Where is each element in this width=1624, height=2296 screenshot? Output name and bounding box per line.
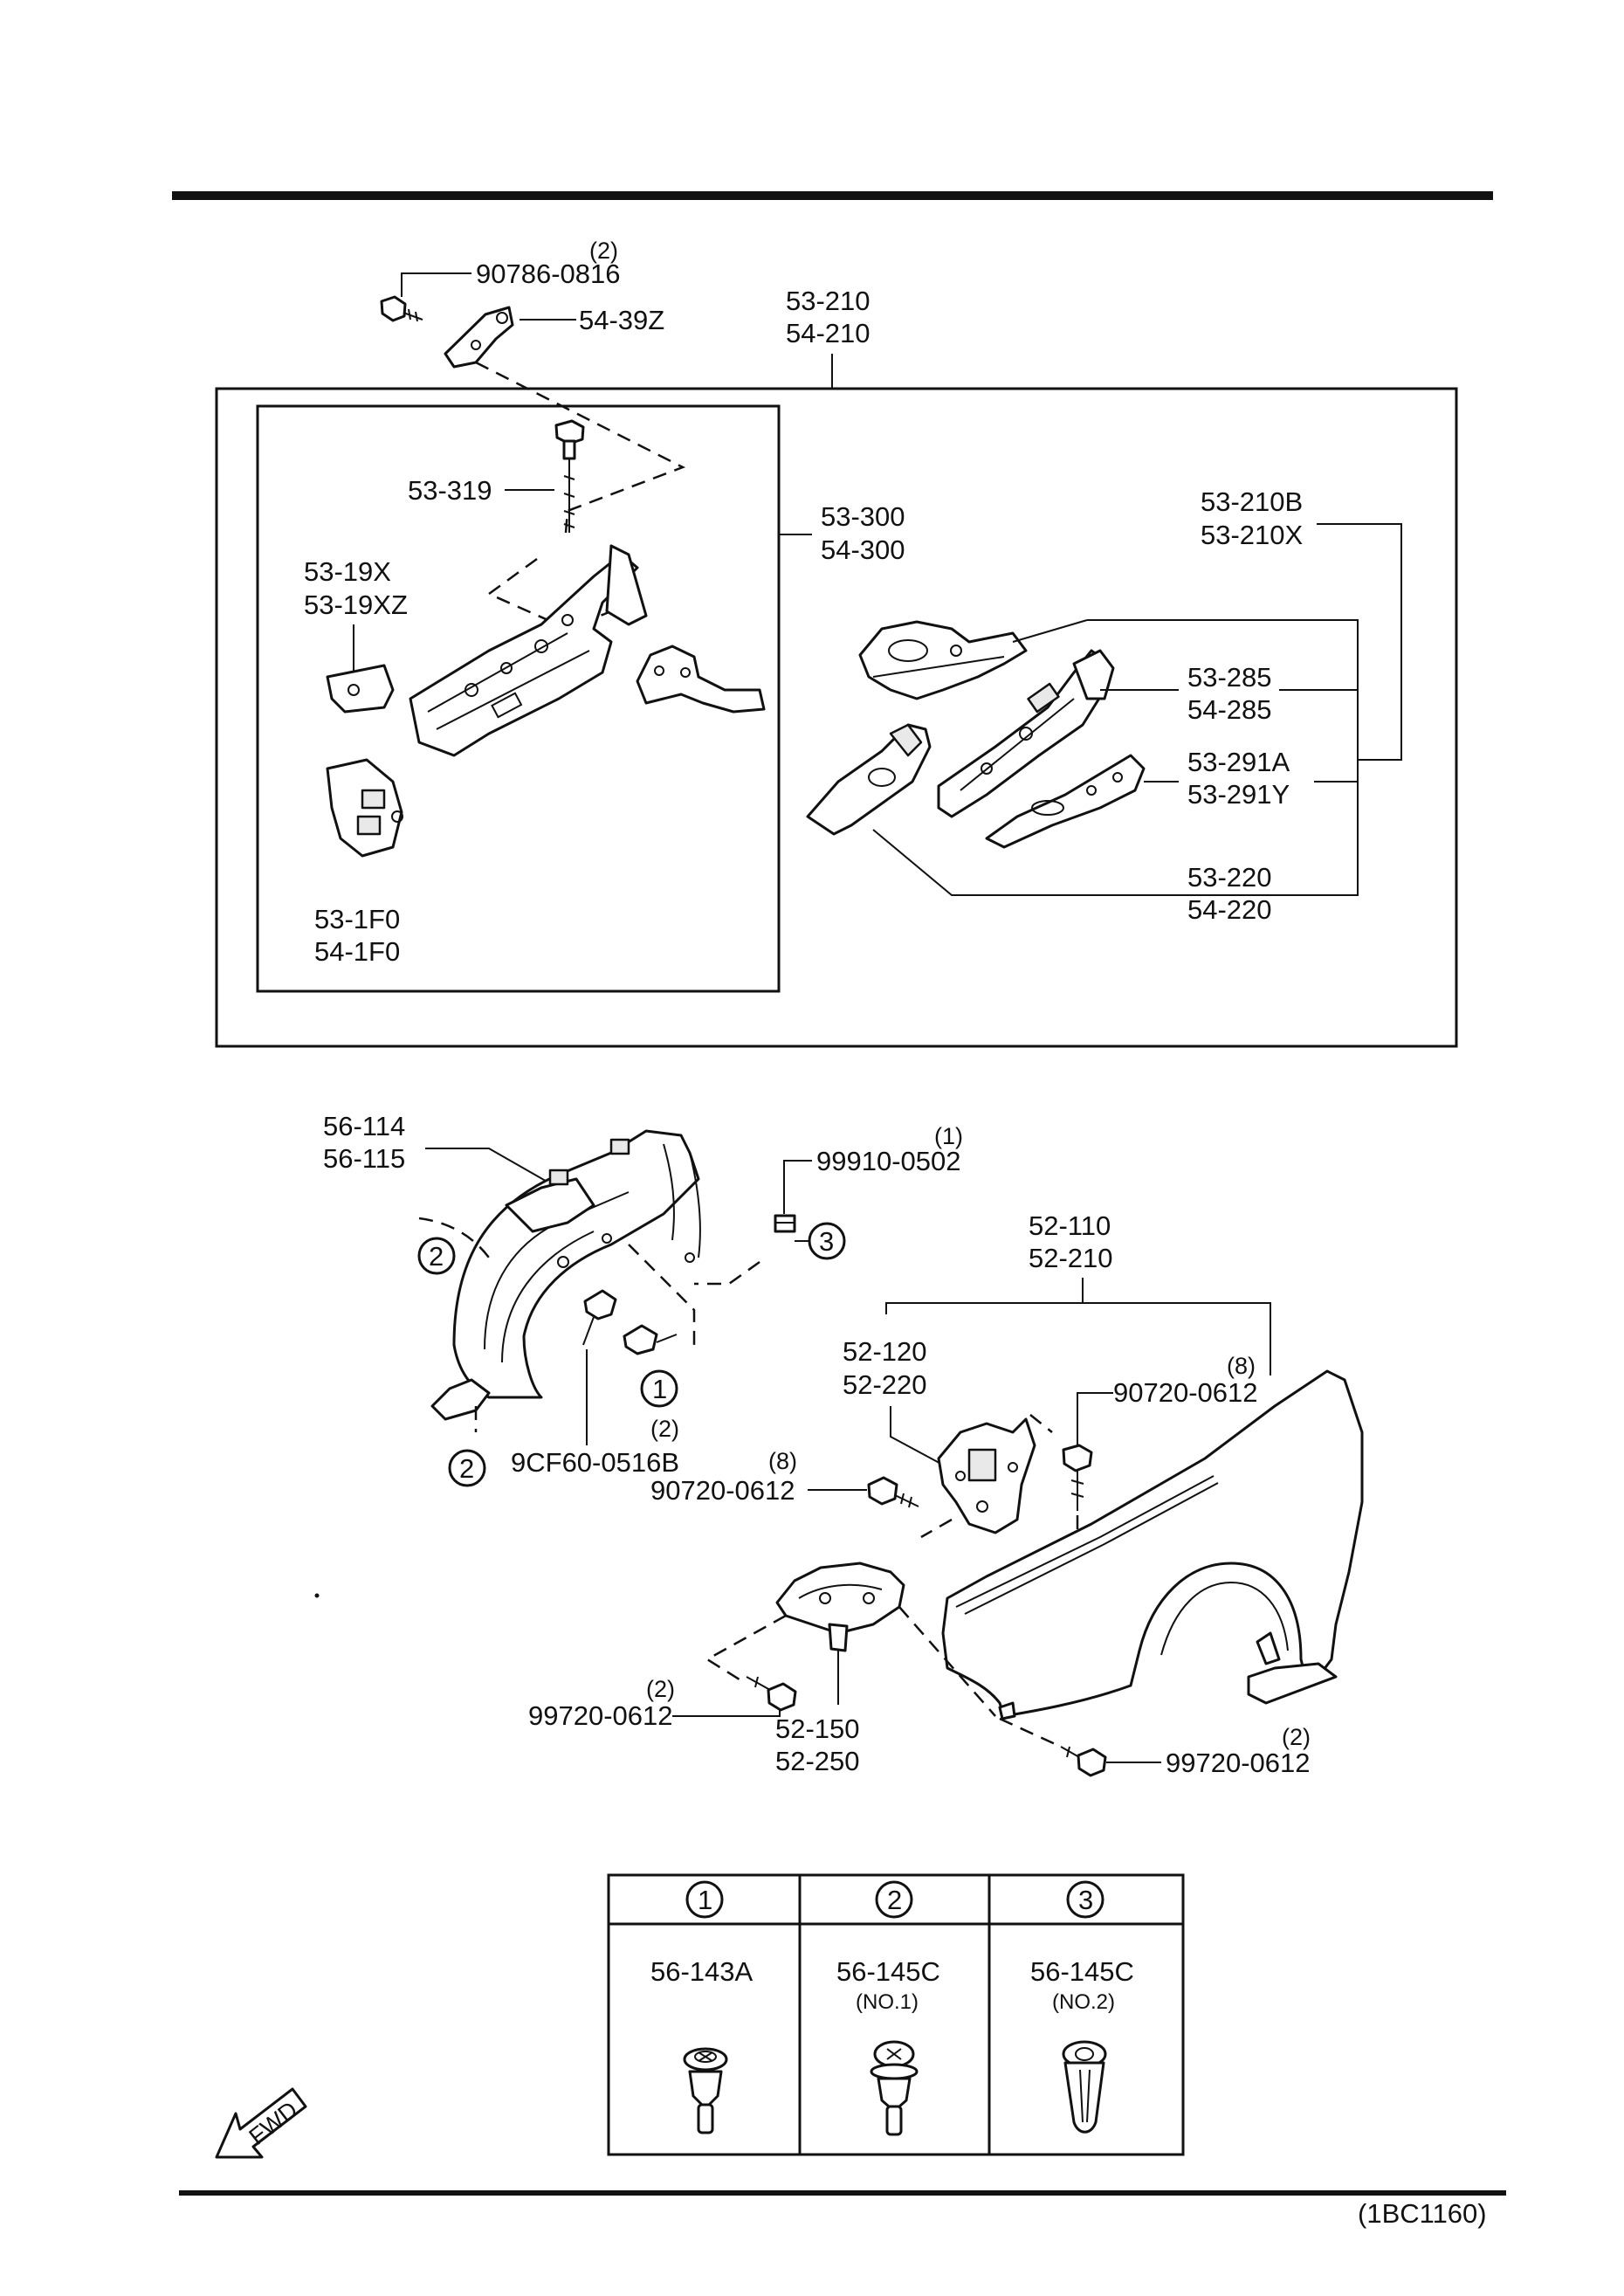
clip-56-143a-icon [683, 2047, 728, 2134]
qty-90720-left: (8) [768, 1448, 797, 1474]
qty-9cf60: (2) [650, 1416, 679, 1442]
bolt-90786-icon [380, 295, 423, 322]
top-rule [172, 191, 1493, 200]
bottom-rule [179, 2190, 1506, 2196]
legend-ref-1: 1 [698, 1885, 712, 1915]
qty-90786: (2) [589, 238, 618, 264]
label-53-210: 53-210 [786, 286, 870, 316]
fwd-arrow-icon: FWD [215, 2087, 307, 2159]
label-54-210: 54-210 [786, 318, 870, 348]
label-99720-0612-left: 99720-0612 [528, 1700, 673, 1731]
label-52-110: 52-110 [1029, 1210, 1111, 1241]
label-56-114: 56-114 [323, 1111, 405, 1141]
member-53-220-icon [806, 723, 932, 836]
bolt-99720-left-icon [746, 1676, 797, 1712]
label-52-250: 52-250 [775, 1746, 860, 1776]
ref-2-bottom: 2 [459, 1453, 474, 1484]
label-9cf60-0516b: 9CF60-0516B [511, 1447, 679, 1478]
label-52-210: 52-210 [1029, 1243, 1113, 1273]
label-52-120: 52-120 [843, 1336, 927, 1367]
label-56-115: 56-115 [323, 1143, 405, 1174]
ref-2-top: 2 [429, 1241, 444, 1272]
suspension-bracket-icon [636, 645, 766, 714]
label-53-319: 53-319 [408, 475, 492, 506]
label-53-19xz: 53-19XZ [304, 590, 408, 620]
label-99910-0502: 99910-0502 [816, 1146, 961, 1176]
label-90720-0612-left: 90720-0612 [650, 1475, 795, 1506]
qty-99910: (1) [934, 1123, 963, 1149]
ref-2-circle-bottom [448, 1449, 486, 1487]
legend-note-2: (NO.1) [856, 1990, 919, 2014]
legend-part-3: 56-145C [1030, 1956, 1134, 1987]
clip-56-145c-no2-icon [1062, 2040, 1107, 2134]
apron-assembly-frame [215, 387, 1458, 1048]
label-53-285: 53-285 [1187, 662, 1272, 693]
label-53-1f0: 53-1F0 [314, 904, 400, 934]
ref-3: 3 [819, 1226, 834, 1257]
diagram-code: (1BC1160) [1358, 2198, 1487, 2229]
qty-99720-left: (2) [646, 1676, 675, 1702]
label-54-39z: 54-39Z [579, 305, 664, 335]
ref-2-circle-top [417, 1237, 456, 1275]
fastener-legend-table: 1 2 3 56-143A 56-145C (NO.1) 56-145C (NO… [607, 1873, 1185, 2156]
fender-bracket-icon [937, 1417, 1036, 1534]
label-53-220: 53-220 [1187, 862, 1272, 893]
nut-99910-icon [774, 1214, 796, 1233]
legend-note-3: (NO.2) [1052, 1990, 1115, 2014]
label-90720-0612-top: 90720-0612 [1113, 1377, 1258, 1408]
bracket-53-19x-icon [326, 664, 395, 714]
bolt-53-319-icon [554, 419, 585, 533]
ref-1-circle [640, 1369, 678, 1408]
bolt-90720-top-icon [1062, 1444, 1093, 1511]
gusset-53-1f0-icon [326, 758, 403, 858]
qty-99720-right: (2) [1282, 1724, 1311, 1750]
label-53-210x: 53-210X [1201, 520, 1304, 550]
label-54-220: 54-220 [1187, 894, 1272, 925]
legend-ref-2: 2 [887, 1885, 902, 1915]
ref-1: 1 [652, 1374, 667, 1404]
label-99720-0612-right: 99720-0612 [1166, 1748, 1311, 1778]
front-fender-icon [941, 1369, 1364, 1720]
screw-9cf60-icon [582, 1289, 678, 1355]
legend-part-1: 56-143A [650, 1956, 754, 1987]
clip-56-145c-no1-icon [870, 2040, 919, 2136]
label-90786-0816: 90786-0816 [476, 259, 621, 289]
label-54-1f0: 54-1F0 [314, 936, 400, 967]
strut-tower-icon [858, 620, 1028, 700]
bolt-99720-right-icon [1060, 1746, 1107, 1777]
label-53-291a: 53-291A [1187, 747, 1290, 777]
label-54-300: 54-300 [821, 534, 905, 565]
label-53-291y: 53-291Y [1187, 779, 1290, 810]
label-52-150: 52-150 [775, 1713, 860, 1744]
bolt-90720-left-icon [867, 1476, 919, 1508]
inner-assembly-frame [256, 404, 781, 993]
legend-part-2: 56-145C [836, 1956, 940, 1987]
label-52-220: 52-220 [843, 1369, 927, 1400]
label-54-285: 54-285 [1187, 694, 1272, 725]
front-frame-rail-icon [409, 544, 648, 757]
legend-ref-3: 3 [1078, 1885, 1093, 1915]
lower-bracket-icon [775, 1562, 905, 1652]
label-53-19x: 53-19X [304, 556, 391, 587]
fender-liner-icon [430, 1129, 701, 1421]
member-53-291a-icon [985, 754, 1146, 849]
qty-90720-top: (8) [1227, 1353, 1256, 1379]
bracket-54-39z-icon [444, 306, 514, 369]
label-53-210b: 53-210B [1201, 486, 1303, 517]
label-53-300: 53-300 [821, 501, 905, 532]
